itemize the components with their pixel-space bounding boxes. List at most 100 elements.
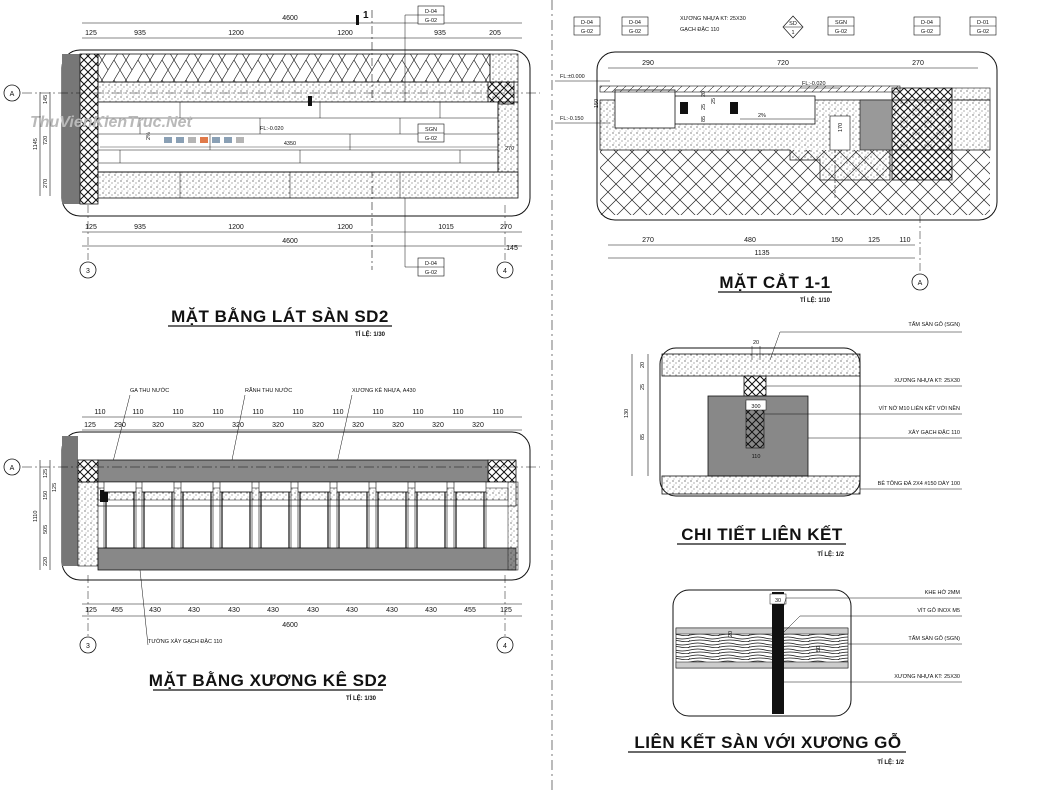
joist-cap	[180, 481, 214, 493]
svg-text:130: 130	[624, 409, 630, 418]
dim: 110	[292, 409, 303, 416]
svg-text:25: 25	[711, 98, 717, 104]
plan-floor-inner-dim: 4350	[284, 141, 296, 147]
section-1-1: D-04 G-02 D-04 G-02 SGN G-02 D-04 G-02 D…	[555, 15, 998, 304]
detail-wood-scale: TỈ LỆ: 1/2	[877, 758, 904, 766]
dim: 125	[85, 224, 97, 231]
dim: 320	[472, 422, 484, 429]
dim: 205	[489, 30, 501, 37]
dim: 110	[332, 409, 343, 416]
dim: 270	[500, 224, 512, 231]
callout-joist: XƯƠNG KÊ NHỰA, A430	[352, 386, 416, 394]
plan-floor-top-total: 4600	[282, 15, 298, 22]
plan-joist: GA THU NƯỚC RÃNH THU NƯỚC XƯƠNG KÊ NHỰA,…	[3, 386, 540, 702]
dim: 145	[506, 245, 518, 252]
grid-3: 3	[86, 268, 90, 275]
level-0: FL:±0.000	[560, 74, 585, 80]
plan-joist-left-total: 1110	[33, 511, 39, 522]
joist-cap	[336, 481, 370, 493]
svg-text:85: 85	[640, 434, 646, 440]
dim: 720	[43, 136, 49, 145]
section-bottom-total: 1135	[754, 250, 769, 257]
dim: 430	[228, 607, 240, 614]
dim: 430	[386, 607, 398, 614]
joist-bay	[375, 491, 409, 549]
svg-text:SGN: SGN	[835, 20, 847, 26]
plan-joist-wall-label: TƯỜNG XÂY GẠCH ĐẶC 110	[148, 638, 222, 645]
joist-cap	[375, 481, 409, 493]
dim: 320	[312, 422, 324, 429]
joist-bay	[141, 491, 175, 549]
dim: 320	[192, 422, 204, 429]
joist-bay	[297, 491, 331, 549]
detail-wood-title: LIÊN KẾT SÀN VỚI XƯƠNG GỖ	[634, 733, 901, 752]
svg-text:G-02: G-02	[921, 29, 933, 35]
grid-4: 4	[503, 268, 507, 275]
svg-text:D-04: D-04	[629, 20, 641, 26]
dim-30: 30	[775, 598, 781, 604]
plan-floor-right-dim: 270	[505, 146, 514, 152]
dim: 1200	[228, 30, 244, 37]
svg-text:G-02: G-02	[425, 136, 437, 142]
svg-text:G-02: G-02	[425, 270, 437, 276]
svg-text:20: 20	[701, 91, 707, 97]
dim: 320	[272, 422, 284, 429]
joint-label-concrete: BÊ TÔNG ĐÁ 2X4 #150 DÀY 100	[878, 479, 960, 487]
svg-text:505: 505	[43, 525, 49, 534]
svg-text:25: 25	[640, 384, 646, 390]
svg-text:85: 85	[701, 116, 707, 122]
plan-joist-bottom-total: 4600	[282, 622, 298, 629]
watermark: ThuVienKienTruc.Net	[30, 114, 192, 131]
joist-bay	[336, 491, 370, 549]
svg-text:D-04: D-04	[425, 9, 437, 15]
dim: 110	[412, 409, 423, 416]
svg-text:G-02: G-02	[629, 29, 641, 35]
svg-text:125: 125	[43, 469, 49, 478]
dim: 320	[432, 422, 444, 429]
joint-label-joist: XƯƠNG NHỰA KT: 25X30	[894, 378, 960, 384]
joist-bay	[414, 491, 448, 549]
grid-a-section: A	[918, 280, 923, 287]
dim: 455	[111, 607, 123, 614]
dim: 1200	[337, 30, 353, 37]
svg-text:25: 25	[701, 104, 707, 110]
dim: 430	[346, 607, 358, 614]
dim: 1200	[228, 224, 244, 231]
joint-label-floor: TẤM SÀN GỖ (SGN)	[908, 321, 960, 328]
svg-text:150: 150	[43, 491, 49, 500]
plan-floor-title: MẶT BẰNG LÁT SÀN SD2	[171, 307, 389, 326]
dim: 320	[352, 422, 364, 429]
joist-cap	[103, 481, 137, 493]
section-mark-1: 1	[363, 10, 369, 21]
grid-a: A	[10, 91, 15, 98]
grid-a-joist: A	[10, 465, 15, 472]
callout-channel: RÃNH THU NƯỚC	[245, 387, 292, 394]
plan-floor-scale: TỈ LỆ: 1/30	[355, 330, 386, 338]
tag-bottom: D-04 G-02	[404, 198, 445, 277]
dim: 110	[899, 237, 910, 244]
dim: 480	[744, 237, 756, 244]
callout-drain: GA THU NƯỚC	[130, 387, 169, 394]
joist-bay	[258, 491, 292, 549]
grid-4-joist: 4	[503, 643, 507, 650]
dim: 430	[149, 607, 161, 614]
dim: 125	[85, 30, 97, 37]
dim: 125	[868, 237, 880, 244]
plan-joist-title: MẶT BẰNG XƯƠNG KÊ SD2	[149, 671, 387, 690]
dim: 430	[188, 607, 200, 614]
joist-cap	[453, 481, 487, 493]
dim-20: 20	[728, 631, 734, 637]
svg-text:20: 20	[640, 362, 646, 368]
svg-text:220: 220	[43, 557, 49, 566]
dim: 145	[43, 95, 49, 104]
dim: 110	[94, 409, 105, 416]
dim: 125	[500, 607, 512, 614]
svg-text:G-02: G-02	[977, 29, 989, 35]
plan-floor-level: FL:-0.020	[260, 126, 284, 132]
joist-cap	[219, 481, 253, 493]
svg-text:D-04: D-04	[921, 20, 933, 26]
svg-text:D-01: D-01	[977, 20, 989, 26]
